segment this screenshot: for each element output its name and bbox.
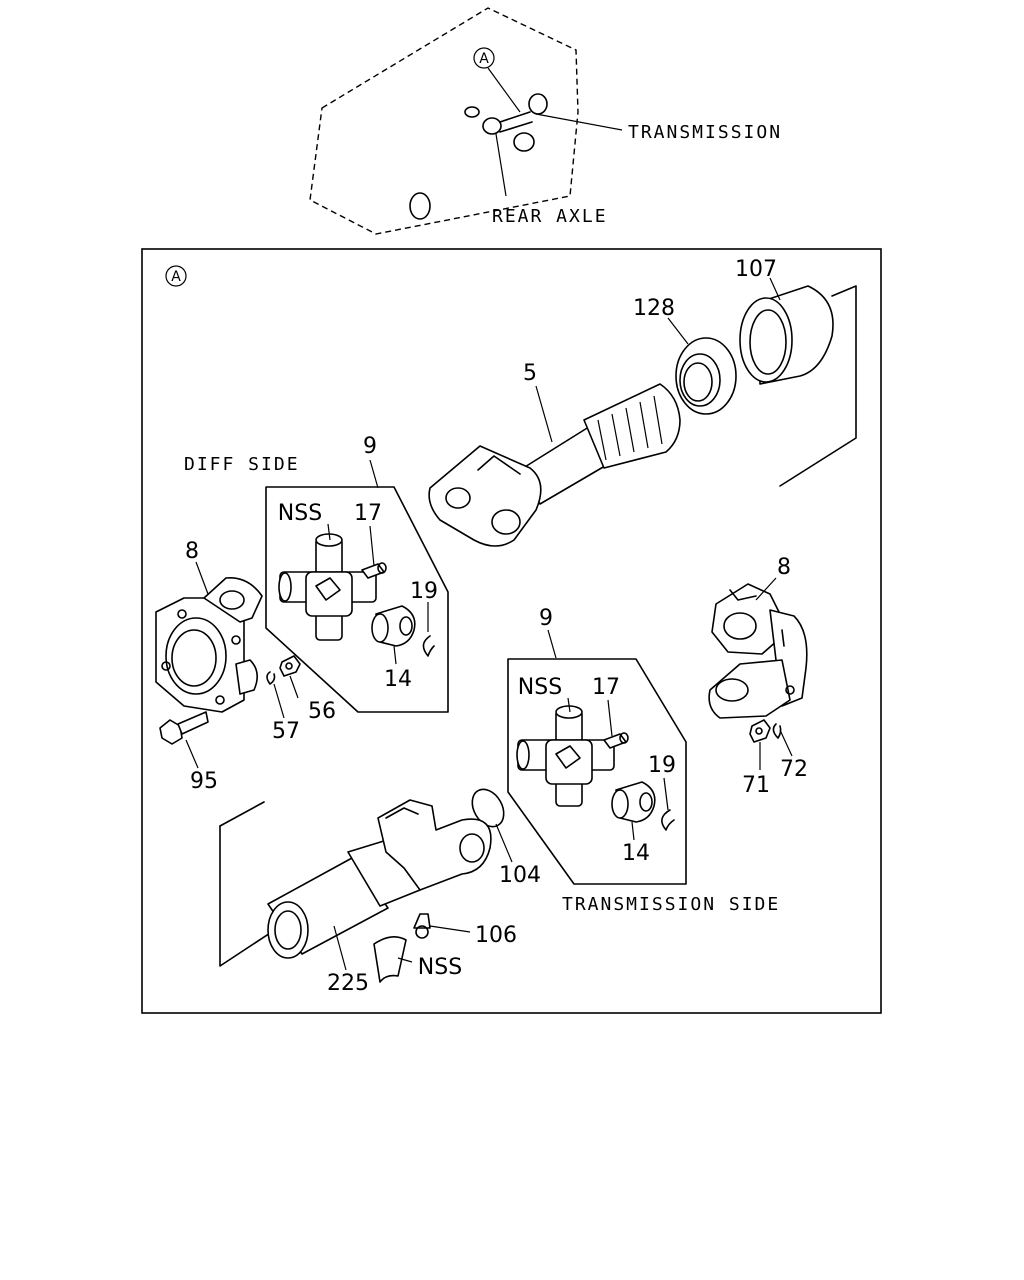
part-label-17-right: 17 [592, 675, 620, 700]
bearing-cup-14-right [611, 781, 656, 823]
part-label-19-left: 19 [410, 579, 438, 604]
detail-frame [141, 248, 882, 1014]
leader-line [487, 67, 521, 113]
balance-weight [373, 936, 407, 983]
part-label-nss-bottom: NSS [418, 955, 462, 980]
part-label-14-right: 14 [622, 841, 650, 866]
part-label-9-left: 9 [363, 434, 377, 459]
grease-nipple-106 [413, 913, 431, 939]
leader-line [535, 113, 623, 131]
part-label-14-left: 14 [384, 667, 412, 692]
leader-line [495, 133, 507, 197]
part-label-8-left: 8 [185, 539, 199, 564]
nut-56 [279, 655, 301, 677]
vehicle-overview: A TRANSMISSION REAR AXLE [309, 7, 782, 235]
bolt-95 [159, 711, 209, 745]
part-label-104: 104 [499, 863, 541, 888]
bracket-bottom-left-top [219, 801, 265, 827]
part-label-17-left: 17 [354, 501, 382, 526]
part-label-225: 225 [327, 971, 369, 996]
grease-nipple-17-left [361, 562, 387, 579]
part-label-19-right: 19 [648, 753, 676, 778]
cross-kit-box-right [507, 658, 687, 885]
part-label-57: 57 [272, 719, 300, 744]
grease-nipple-17-right [603, 732, 629, 749]
snap-ring-19-left [422, 635, 435, 657]
bearing-cup-14-left [371, 605, 416, 647]
cross-kit-box-left [265, 486, 449, 713]
overview-callout-circle [473, 47, 495, 69]
shaft-5 [428, 383, 681, 547]
nut-71 [749, 719, 771, 743]
rear-axle-label: REAR AXLE [492, 206, 608, 227]
diff-side-label: DIFF SIDE [184, 454, 300, 475]
part-label-72: 72 [780, 757, 808, 782]
part-label-107: 107 [735, 257, 777, 282]
vehicle-outline [309, 7, 579, 235]
overview-callout: A [479, 51, 489, 67]
transmission-label: TRANSMISSION [628, 122, 782, 143]
detail-callout-circle [165, 265, 187, 287]
transmission-side-label: TRANSMISSION SIDE [562, 894, 780, 915]
part-label-128: 128 [633, 296, 675, 321]
detail-callout: A [171, 269, 181, 285]
bracket-top-right [779, 285, 857, 487]
sleeve-107 [739, 285, 834, 385]
wheel-shape [409, 192, 431, 220]
part-label-71: 71 [742, 773, 770, 798]
part-label-9-right: 9 [539, 606, 553, 631]
part-label-106: 106 [475, 923, 517, 948]
washer-57 [266, 671, 276, 685]
seal-128 [675, 337, 737, 415]
sleeve-yoke-225 [267, 799, 492, 959]
leader-lines [185, 277, 793, 971]
part-label-56: 56 [308, 699, 336, 724]
spider-cross-right [516, 705, 615, 807]
overview-shaft [464, 93, 548, 152]
part-label-nss-left: NSS [278, 501, 322, 526]
washer-72 [772, 723, 782, 739]
part-label-8-right: 8 [777, 555, 791, 580]
part-label-nss-right: NSS [518, 675, 562, 700]
flange-yoke-8-right [708, 583, 808, 719]
part-label-5: 5 [523, 361, 537, 386]
snap-ring-19-right [661, 809, 675, 831]
spider-cross-left [278, 533, 377, 641]
part-label-95: 95 [190, 769, 218, 794]
dust-cover-104 [471, 788, 505, 828]
flange-yoke-8-left [155, 577, 263, 713]
